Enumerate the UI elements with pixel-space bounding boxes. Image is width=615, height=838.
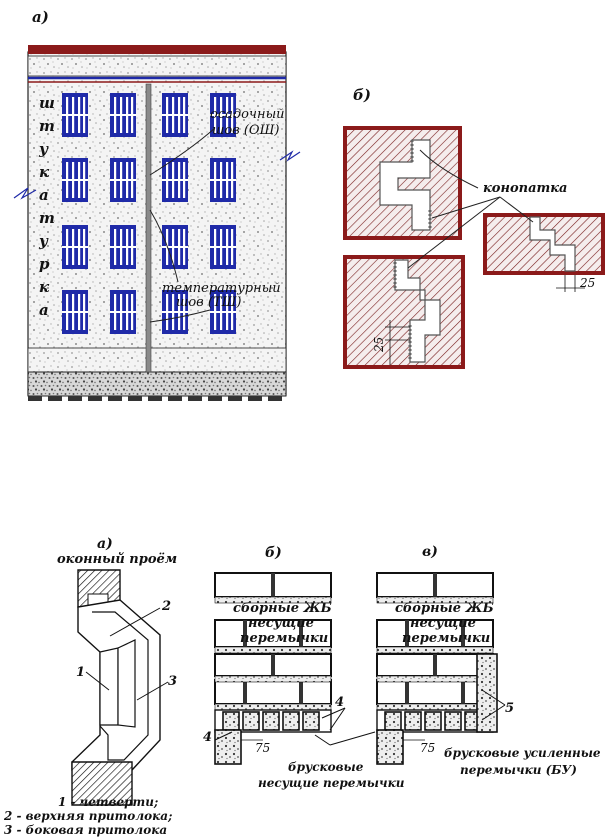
top-panel-b-label: б) — [353, 86, 371, 104]
plaster-letter: у — [38, 232, 49, 250]
facade-window — [162, 225, 188, 269]
legend-line-2: 2 - верхняя притолока; — [3, 809, 172, 823]
caulking-label: конопатка — [483, 181, 567, 196]
facade-window — [62, 225, 88, 269]
lintels-b-label-1: сборные ЖБ — [233, 601, 332, 616]
bar-reinforced-label-1: брусковые усиленные — [444, 746, 601, 760]
facade-window — [210, 158, 236, 202]
bar-lintel — [404, 711, 422, 731]
bottom-panel-b-label: б) — [265, 545, 282, 561]
dimension-75-b: 75 — [255, 741, 270, 755]
facade — [13, 45, 301, 401]
joint-section-bottom: 25 — [343, 255, 465, 369]
bar-bearing-label-2: несущие перемычки — [258, 776, 405, 790]
masonry-row — [214, 679, 332, 705]
plaster-letter: а — [39, 301, 49, 319]
facade-window — [110, 93, 136, 137]
masonry-row — [376, 679, 494, 705]
facade-window — [110, 158, 136, 202]
plaster-letter: т — [39, 117, 55, 135]
lintel-assembly-c — [376, 572, 498, 765]
facade-window — [62, 93, 88, 137]
break-symbol-left — [13, 187, 37, 200]
bar-lintel — [242, 711, 260, 731]
legend-line-3: 3 - боковая притолока — [4, 823, 167, 837]
lintels-c-label-1: сборные ЖБ — [395, 601, 494, 616]
bar-bearing-label-1: брусковые — [288, 760, 364, 774]
facade-window — [62, 290, 88, 334]
top-panel-a-label: а) — [32, 8, 49, 26]
settlement-joint-label-1: осадочный — [210, 107, 285, 122]
settlement-joint-label-2: шов (ОШ) — [212, 123, 279, 138]
facade-window — [110, 225, 136, 269]
bar-lintel — [424, 711, 442, 731]
dimension-75-c: 75 — [420, 741, 435, 755]
label-num-3: 3 — [168, 674, 177, 689]
window-legend: 1 - четверти; 2 - верхняя притолока; 3 -… — [3, 795, 172, 837]
label-num-5: 5 — [505, 701, 514, 716]
window-opening-isometric — [71, 569, 169, 806]
label-num-4-right: 4 — [335, 695, 344, 710]
joint-section-right: 25 — [483, 213, 605, 292]
window-opening-label: оконный проём — [57, 552, 177, 567]
temperature-joint-annotation: температурный шов (ТШ) — [149, 209, 281, 323]
plaster-letter: к — [39, 163, 50, 181]
facade-window — [210, 290, 236, 334]
plaster-letter: к — [39, 278, 50, 296]
facade-windows — [62, 93, 236, 334]
bottom-leaders — [214, 689, 506, 746]
caulking-annotation: конопатка — [407, 149, 567, 269]
bar-lintel — [282, 711, 300, 731]
facade-window — [62, 158, 88, 202]
dimension-25-left: 25 — [372, 337, 386, 353]
bar-lintel — [302, 711, 320, 731]
bar-lintel — [444, 711, 462, 731]
cornice — [28, 45, 286, 54]
lintels-b-label-2: несущие — [248, 616, 314, 631]
plaster-letter: р — [39, 255, 50, 273]
plaster-letter: т — [39, 209, 55, 227]
bar-reinforced-label-2: перемычки (БУ) — [460, 763, 577, 777]
facade-window — [162, 158, 188, 202]
plaster-letter: ш — [39, 94, 55, 112]
joint-section-top — [343, 126, 462, 240]
plaster-label: ш т у к а т у р к а — [38, 94, 55, 319]
temperature-joint-label-1: температурный — [162, 281, 281, 296]
plaster-letter: у — [38, 140, 49, 158]
label-num-4-left: 4 — [203, 730, 212, 745]
temperature-joint-label-2: шов (ТШ) — [176, 295, 242, 310]
dimension-25-right: 25 — [579, 276, 595, 290]
facade-window — [110, 290, 136, 334]
lintel-assembly-b — [214, 572, 332, 765]
settlement-joint-annotation: осадочный шов (ОШ) — [149, 107, 285, 176]
plinth — [27, 347, 287, 373]
label-num-2: 2 — [161, 599, 171, 614]
lintels-c-label-2: несущие — [410, 616, 476, 631]
ground-line — [28, 396, 282, 401]
bottom-panel-a-label: а) — [97, 536, 113, 552]
plaster-letter: а — [39, 186, 49, 204]
break-symbol-right — [279, 150, 301, 162]
facade-window — [210, 225, 236, 269]
lintels-b-label-3: перемычки — [240, 631, 328, 646]
legend-line-1: 1 - четверти; — [58, 795, 158, 809]
label-num-1: 1 — [76, 665, 85, 680]
bar-lintel — [262, 711, 280, 731]
facade-window — [162, 290, 188, 334]
facade-window — [210, 93, 236, 137]
lintels-c-label-3: перемычки — [402, 631, 490, 646]
bar-lintel — [222, 711, 240, 731]
bottom-panel-c-label: в) — [422, 544, 438, 560]
expansion-joint — [145, 83, 152, 373]
bar-lintel — [384, 711, 402, 731]
facade-window — [162, 93, 188, 137]
